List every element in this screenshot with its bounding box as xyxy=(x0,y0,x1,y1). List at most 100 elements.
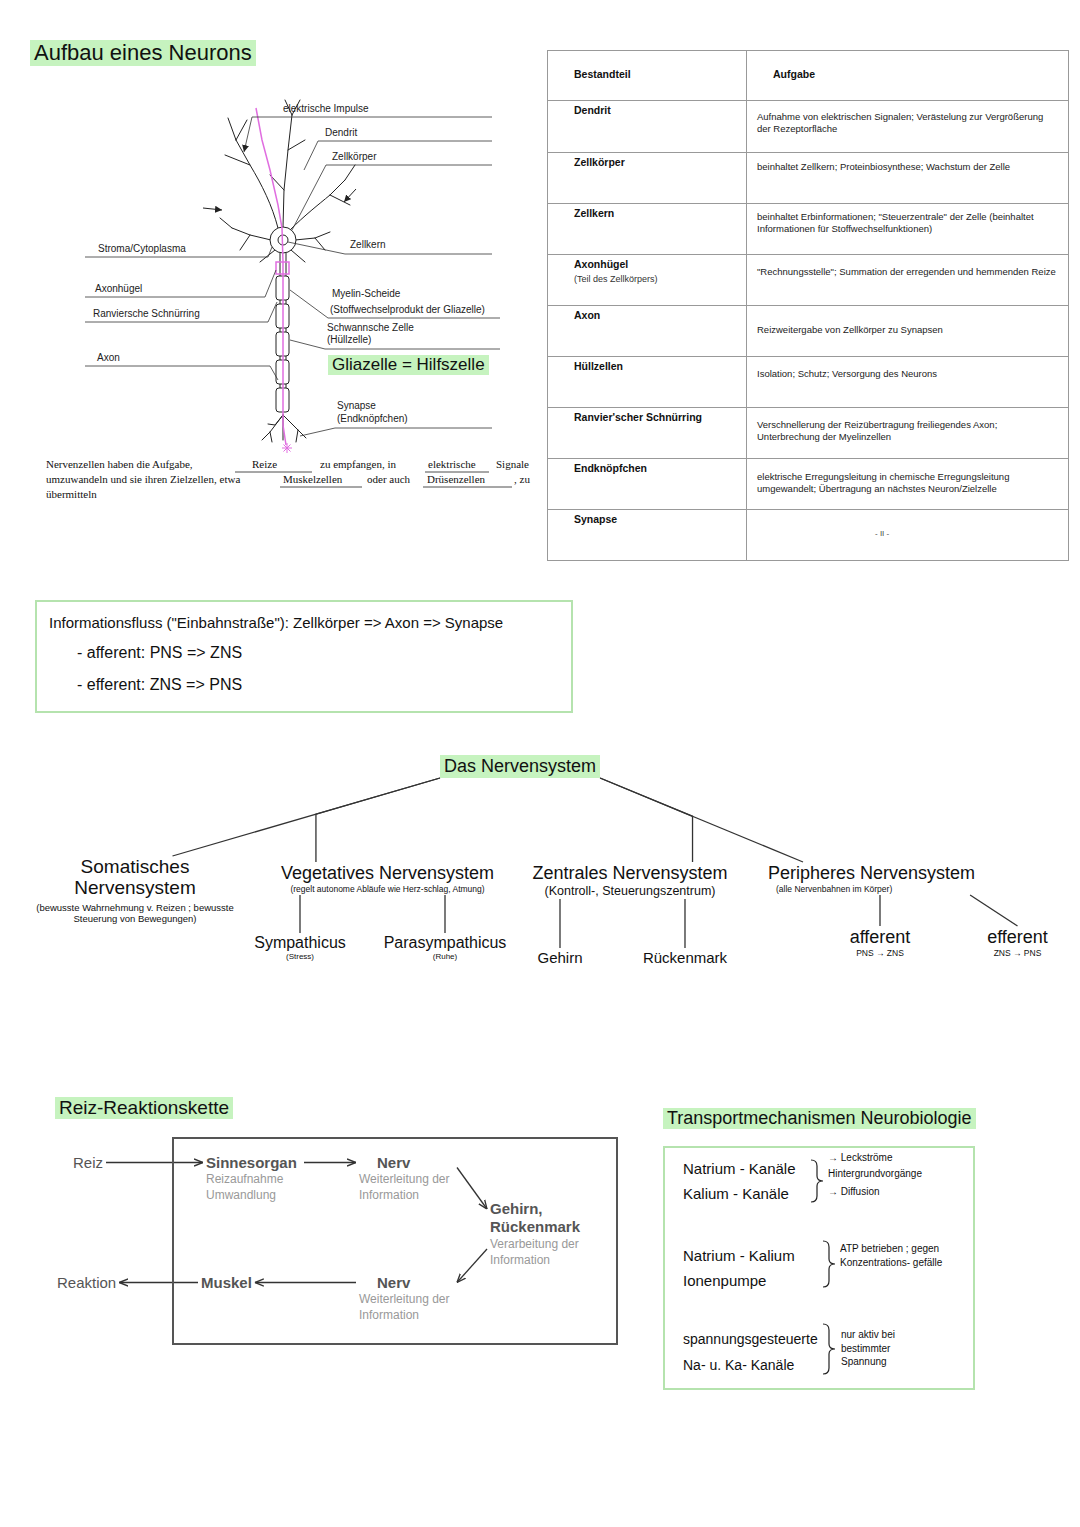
chain-step: NervWeiterleitung der Information xyxy=(356,1153,457,1204)
node-heading: Sympathicus xyxy=(254,934,346,952)
chain-step: SinnesorganReizaufnahme Umwandlung xyxy=(203,1153,304,1204)
part-label: Axonhügel xyxy=(95,283,142,294)
part-label: Zellkern xyxy=(350,239,386,250)
node-heading: Das Nervensystem xyxy=(444,756,596,777)
blank-underline xyxy=(425,472,489,473)
tree-line xyxy=(600,778,803,862)
part-label: (Hüllzelle) xyxy=(327,334,371,345)
table-header: Aufgabe xyxy=(773,68,815,80)
node-heading: Informationsfluss ("Einbahnstraße"): Zel… xyxy=(49,614,503,631)
table-cell: "Rechnungsstelle"; Summation der erregen… xyxy=(757,266,1057,278)
node-heading: Nerv xyxy=(377,1274,410,1291)
part-label: Axon xyxy=(97,352,120,363)
node-heading: Zentrales Nervensystem xyxy=(532,863,727,884)
node-note: (bewusste Wahrnehmung v. Reizen ; bewuss… xyxy=(33,902,238,925)
node-note: ATP betrieben ; gegen Konzentrations- ge… xyxy=(840,1242,958,1269)
node-note: - afferent: PNS => ZNS xyxy=(77,644,242,662)
node-note: PNS → ZNS xyxy=(856,948,904,958)
leader-line xyxy=(85,270,276,297)
sentence-text: Nervenzellen haben die Aufgabe, xyxy=(46,458,193,470)
chain-step: Muskel xyxy=(198,1273,255,1292)
neuron-dendrites xyxy=(330,195,350,205)
page-title: Aufbau eines Neurons xyxy=(30,40,256,66)
neuron-dendrites xyxy=(290,180,345,230)
leader-line xyxy=(288,242,492,254)
leader-line xyxy=(300,428,492,436)
sentence-text: Muskelzellen xyxy=(283,473,342,485)
table-cell: Ranvier'scher Schnürring xyxy=(574,411,702,423)
neuron-dendrites xyxy=(236,140,278,228)
leader-line xyxy=(292,165,492,230)
stimulus-arrow xyxy=(344,189,356,202)
tree-leaf: Sympathicus(Stress) xyxy=(245,933,355,962)
node-note: (Ruhe) xyxy=(433,952,457,961)
node-heading: afferent xyxy=(850,927,911,948)
leader-line xyxy=(85,117,500,436)
part-label: Zellkörper xyxy=(332,151,376,162)
sentence-text: Drüsenzellen xyxy=(427,473,485,485)
table-cell: elektrische Erregungsleitung in chemisch… xyxy=(757,471,1057,496)
neuron-dendrites xyxy=(283,415,306,438)
chain-end: Reiz xyxy=(70,1153,106,1172)
flow-arrow xyxy=(457,1168,487,1210)
table-header: Bestandteil xyxy=(574,68,631,80)
flow-arrow xyxy=(304,1162,356,1163)
leader-line xyxy=(290,340,500,349)
neuron-dendrites xyxy=(260,250,275,262)
stimulus-arrow xyxy=(203,208,222,210)
tree-line xyxy=(970,895,1017,926)
note-label: Gliazelle = Hilfszelle xyxy=(328,355,489,375)
stimulus-arrow xyxy=(203,189,356,210)
neuron-dendrites xyxy=(225,155,250,165)
table-cell: Dendrit xyxy=(574,104,611,116)
neuron-dendrites xyxy=(268,415,283,425)
blank-underline xyxy=(280,487,362,488)
section-heading: Reiz-Reaktionskette xyxy=(55,1097,233,1119)
node-note: Natrium - Kalium Ionenpumpe xyxy=(683,1243,823,1293)
neuron-dendrites xyxy=(228,118,236,140)
table-cell: Verschnellerung der Reizübertragung frei… xyxy=(757,419,1057,444)
table-cell: Aufnahme von elektrischen Signalen; Verä… xyxy=(757,111,1057,136)
table-cell: beinhaltet Erbinformationen; "Steuerzent… xyxy=(757,211,1057,236)
neuron-dendrites xyxy=(296,430,298,442)
neuron-dendrites xyxy=(240,235,250,250)
node-heading: Nerv xyxy=(377,1154,410,1171)
flow-arrow xyxy=(119,1282,198,1283)
signal-path xyxy=(256,108,286,445)
node-note: Weiterleitung der Information xyxy=(359,1291,454,1323)
node-heading: Somatisches Nervensystem xyxy=(68,857,203,899)
tree-node: Vegetatives Nervensystem(regelt autonome… xyxy=(250,862,525,895)
node-note: spannungsgesteuerte Na- u. Ka- Kanäle xyxy=(683,1326,828,1378)
blank-underline xyxy=(423,487,512,488)
tree-leaf: efferentZNS → PNS xyxy=(970,926,1065,959)
signal-path xyxy=(276,262,289,274)
neuron-dendrites xyxy=(270,432,272,442)
sentence-text: übermitteln xyxy=(46,488,97,500)
sentence-text: Signale xyxy=(496,458,529,470)
node-note: Reizaufnahme Umwandlung xyxy=(206,1171,301,1203)
node-heading: Vegetatives Nervensystem xyxy=(281,863,494,884)
part-label: (Endknöpfchen) xyxy=(337,413,408,424)
node-note: → Diffusion xyxy=(828,1186,880,1197)
node-note: - efferent: ZNS => PNS xyxy=(77,676,242,694)
table-grid xyxy=(548,51,1069,561)
table-cell: Endknöpfchen xyxy=(574,462,647,474)
table-grid xyxy=(548,51,1069,561)
node-heading: Gehirn xyxy=(537,949,582,966)
tree-node: Zentrales Nervensystem(Kontroll-, Steuer… xyxy=(520,862,740,899)
node-note: (Kontroll-, Steuerungszentrum) xyxy=(545,884,716,898)
neuron-dendrites xyxy=(295,232,330,240)
part-label: Myelin-Scheide xyxy=(332,288,400,299)
chain-step: NervWeiterleitung der Information xyxy=(356,1273,457,1324)
table-cell: Hüllzellen xyxy=(574,360,623,372)
tree-node: Peripheres Nervensystem(alle Nervenbahne… xyxy=(765,862,978,895)
flow-arrow xyxy=(106,1162,203,1163)
tree-line xyxy=(684,899,685,948)
curly-brace xyxy=(823,1324,835,1374)
node-note: → Leckströme xyxy=(828,1152,892,1163)
neuron-dendrites xyxy=(288,140,305,150)
table-cell: (Teil des Zellkörpers) xyxy=(574,274,658,284)
table-grid xyxy=(548,51,1069,561)
sentence-text: umzuwandeln und sie ihren Zielzellen, et… xyxy=(46,473,240,485)
leader-line xyxy=(85,302,277,322)
